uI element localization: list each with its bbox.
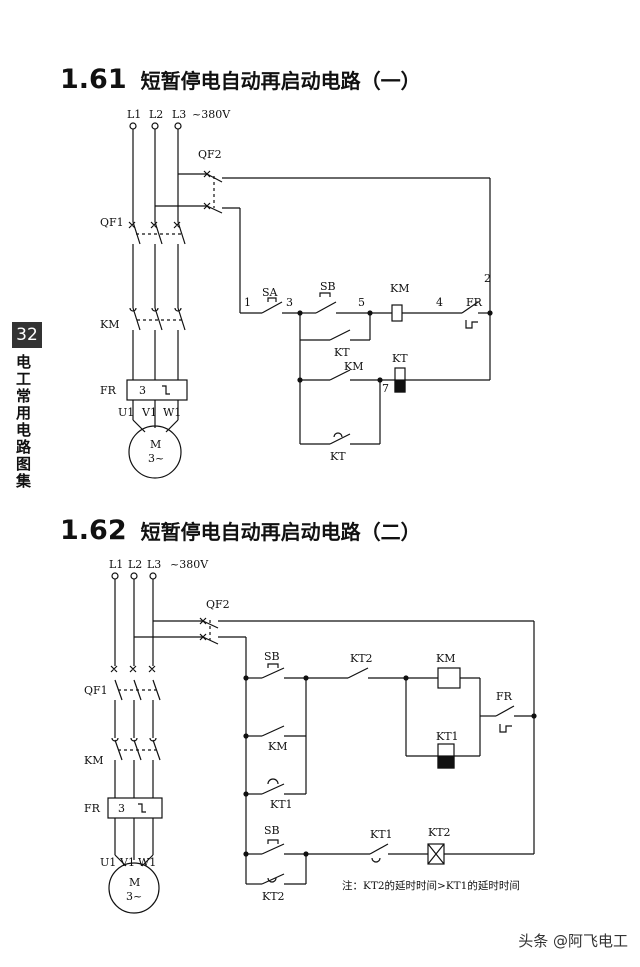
label-kt2-contact: KT2 xyxy=(350,652,373,665)
label-voltage-2: ~380V xyxy=(170,558,209,571)
label-km-main-2: KM xyxy=(84,754,103,767)
node-7: 7 xyxy=(382,382,389,395)
label-kt1-bottom: KT1 xyxy=(370,828,393,841)
control-circuit-1 xyxy=(240,292,493,445)
label-l2-2: L2 xyxy=(128,558,142,571)
fr-thermal-icon-2 xyxy=(138,803,146,813)
node-1: 1 xyxy=(244,296,251,309)
section-number-1: 1.61 xyxy=(60,64,127,95)
label-l1: L1 xyxy=(127,108,141,121)
label-kt-coil-1: KT xyxy=(392,352,408,365)
section-text-1: 短暂停电自动再启动电路（一） xyxy=(140,69,421,93)
label-kt2-coil: KT2 xyxy=(428,826,451,839)
label-kt2-bottom: KT2 xyxy=(262,890,285,903)
motor-1 xyxy=(128,425,182,479)
label-l3-2: L3 xyxy=(147,558,161,571)
main-power-lines-2 xyxy=(110,579,161,867)
label-fr-nc-1: FR xyxy=(466,296,483,309)
qf2-breaker-2 xyxy=(134,617,535,884)
label-voltage: ~380V xyxy=(192,108,231,121)
qf2-breaker-1 xyxy=(155,170,491,313)
fr-number: 3 xyxy=(139,384,146,397)
label-km-coil-1: KM xyxy=(390,282,409,295)
phase-terminals-1 xyxy=(129,122,182,130)
label-km-coil-2: KM xyxy=(436,652,455,665)
label-fr-nc-2: FR xyxy=(496,690,513,703)
watermark: 头条 @阿飞电工 xyxy=(518,932,628,950)
fr-thermal-block-2 xyxy=(107,797,163,819)
label-l3: L3 xyxy=(172,108,186,121)
label-sb-top-2: SB xyxy=(264,650,280,663)
node-4: 4 xyxy=(436,296,443,309)
label-u1: U1 xyxy=(118,406,134,419)
motor-2 xyxy=(108,862,160,914)
fr-thermal-icon xyxy=(162,385,170,395)
label-km-main: KM xyxy=(100,318,119,331)
label-qf2-2: QF2 xyxy=(206,598,230,611)
label-kt1-contact: KT1 xyxy=(270,798,293,811)
phase-terminals-2 xyxy=(111,572,157,580)
label-sb-1: SB xyxy=(320,280,336,293)
label-sb-bottom-2: SB xyxy=(264,824,280,837)
label-l2: L2 xyxy=(149,108,163,121)
label-qf1: QF1 xyxy=(100,216,124,229)
label-l1-2: L1 xyxy=(109,558,123,571)
fr-thermal-block xyxy=(126,379,188,401)
label-kt-bottom-1: KT xyxy=(330,450,346,463)
label-kt1-coil: KT1 xyxy=(436,730,459,743)
label-fr: FR xyxy=(100,384,117,397)
section-number-2: 1.62 xyxy=(60,515,127,546)
label-kt-contact-1: KT xyxy=(334,346,350,359)
node-2: 2 xyxy=(484,272,491,285)
label-km-contact-2: KM xyxy=(268,740,287,753)
section-text-2: 短暂停电自动再启动电路（二） xyxy=(140,520,421,544)
label-u1-2: U1 xyxy=(100,856,116,869)
km-main-contacts xyxy=(129,307,186,331)
node-3: 3 xyxy=(286,296,293,309)
label-qf2: QF2 xyxy=(198,148,222,161)
label-qf1-2: QF1 xyxy=(84,684,108,697)
label-w1-2: W1 xyxy=(138,856,156,869)
side-title: 电工常用电路图集 xyxy=(16,353,32,490)
fr-number-2: 3 xyxy=(118,802,125,815)
label-km-contact-1: KM xyxy=(344,360,363,373)
node-5: 5 xyxy=(358,296,365,309)
motor-label-2: M xyxy=(129,876,140,889)
label-w1: W1 xyxy=(163,406,181,419)
label-sa: SA xyxy=(262,286,279,299)
label-fr-2: FR xyxy=(84,802,101,815)
motor-label-1: M xyxy=(150,438,161,451)
motor-type-1: 3~ xyxy=(148,452,164,465)
control-circuit-2 xyxy=(243,663,537,885)
qf1-breaker xyxy=(128,221,186,245)
page-number: 32 xyxy=(12,322,42,348)
section-title-2: 1.62 短暂停电自动再启动电路（二） xyxy=(60,515,421,546)
label-v1: V1 xyxy=(141,406,157,419)
delay-note: 注：KT2的延时时间>KT1的延时时间 xyxy=(342,880,520,892)
section-title-1: 1.61 短暂停电自动再启动电路（一） xyxy=(60,64,421,95)
motor-type-2: 3~ xyxy=(126,890,142,903)
